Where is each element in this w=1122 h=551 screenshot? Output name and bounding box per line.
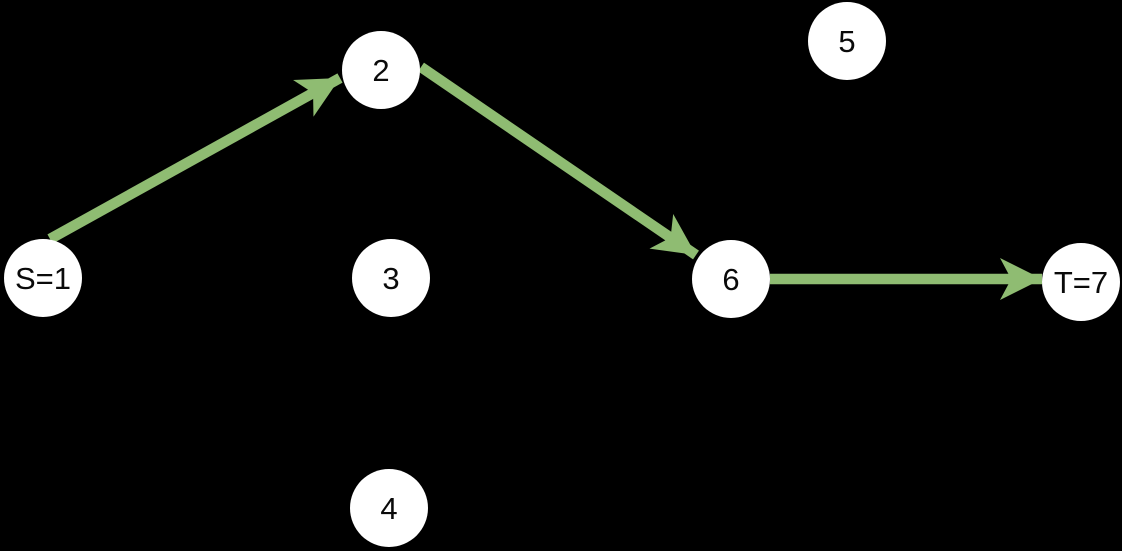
node-4: 4 — [350, 469, 428, 547]
node-2-label: 2 — [372, 52, 390, 88]
node-t7-label: T=7 — [1053, 264, 1109, 300]
node-6: 6 — [692, 240, 770, 318]
node-t7: T=7 — [1042, 243, 1120, 321]
node-s1-label: S=1 — [14, 260, 72, 296]
node-4-label: 4 — [380, 490, 398, 526]
node-2: 2 — [342, 31, 420, 109]
node-6-label: 6 — [722, 261, 740, 297]
node-3: 3 — [352, 239, 430, 317]
node-3-label: 3 — [382, 260, 400, 296]
node-5: 5 — [808, 2, 886, 80]
edge-arrow-s1-to-2 — [47, 73, 343, 244]
edge-arrow-2-to-6 — [418, 62, 699, 260]
node-5-label: 5 — [838, 23, 856, 59]
node-s1: S=1 — [4, 239, 82, 317]
